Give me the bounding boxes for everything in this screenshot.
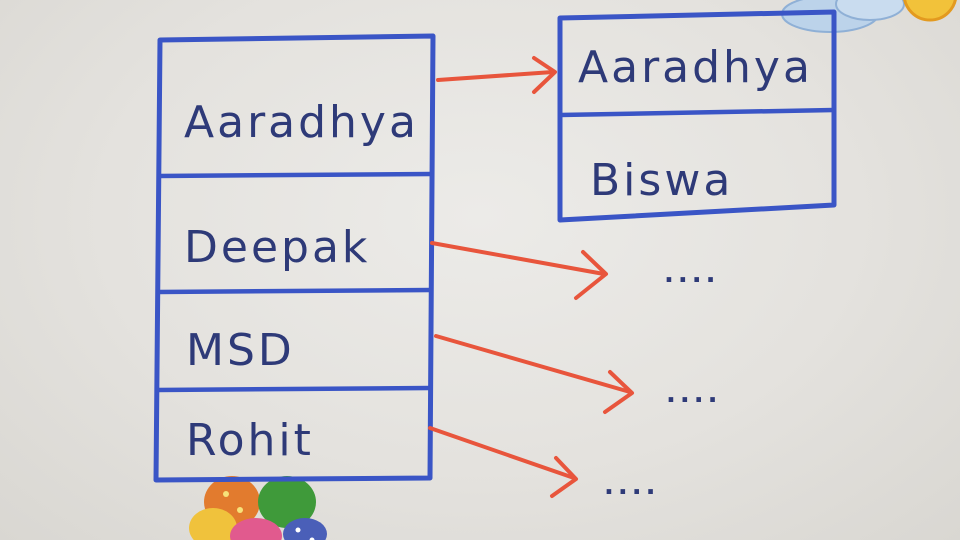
arrows	[428, 56, 634, 498]
main-table: Aaradhya Deepak MSD Rohit	[153, 33, 436, 483]
arrow-head-icon	[532, 56, 557, 94]
arrow-head-icon	[550, 456, 578, 498]
chain-table: Aaradhya Biswa	[557, 9, 837, 223]
arrow-aaradhya-to-chain	[436, 70, 555, 82]
chain-table-cell-label: Biswa	[590, 155, 733, 206]
arrow-head-icon	[574, 250, 608, 300]
cloud-sticker-decoration	[781, 0, 957, 33]
main-table-divider-1	[157, 171, 432, 179]
main-table-cell-label: Deepak	[184, 222, 370, 273]
chain-table-divider	[559, 107, 835, 118]
main-table-cell-label: Rohit	[186, 415, 314, 466]
continuation-dots: ....	[666, 379, 722, 409]
main-table-cell-label: Aaradhya	[184, 97, 419, 148]
continuation-dots: ....	[664, 259, 720, 289]
chain-table-outline	[557, 9, 837, 223]
chain-table-cell-label: Aaradhya	[578, 42, 813, 93]
arrow-rohit-continuation	[428, 426, 576, 480]
arrow-msd-continuation	[434, 334, 632, 394]
arrow-deepak-continuation	[430, 241, 606, 276]
arrow-head-icon	[603, 370, 634, 414]
main-table-divider-2	[157, 287, 432, 295]
main-table-cell-label: MSD	[186, 325, 295, 376]
main-table-divider-3	[156, 385, 431, 393]
main-table-outline	[153, 33, 436, 483]
balloons-decoration	[189, 476, 327, 540]
continuation-dots: ....	[604, 471, 660, 501]
